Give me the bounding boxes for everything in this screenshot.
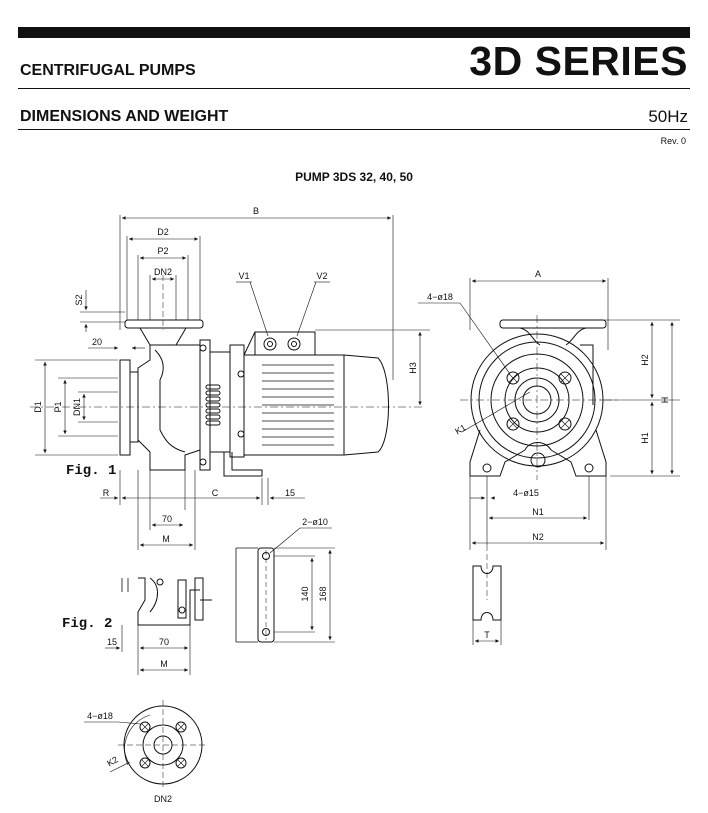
- dim-70: 70: [162, 514, 172, 524]
- dim-dn1: DN1: [72, 398, 82, 416]
- header-rule: [18, 88, 690, 89]
- frequency-label: 50Hz: [648, 107, 688, 126]
- section-rule: [18, 129, 690, 130]
- dim-k1: K1: [453, 422, 468, 436]
- product-type-title: CENTRIFUGAL PUMPS: [20, 62, 196, 79]
- foot-detail: [235, 527, 335, 643]
- dim-a: A: [535, 269, 541, 279]
- dim-h1: H1: [640, 432, 650, 444]
- dim-2d10: 2−ø10: [302, 517, 328, 527]
- dim-140: 140: [300, 586, 310, 601]
- fig2-dim-m: M: [160, 659, 168, 669]
- fig2-dim-15: 15: [107, 637, 117, 647]
- section-title: DIMENSIONS AND WEIGHT: [20, 108, 229, 125]
- fig1-label: Fig. 1: [66, 463, 116, 479]
- front-4d18: 4−ø18: [427, 292, 453, 302]
- fig2-label: Fig. 2: [62, 616, 112, 632]
- dim-15: 15: [285, 488, 295, 498]
- dim-p2: P2: [157, 246, 168, 256]
- fig2-view: [105, 577, 212, 675]
- dim-4d15: 4−ø15: [513, 488, 539, 498]
- dim-b: B: [253, 206, 259, 216]
- dim-k2: K2: [105, 754, 120, 768]
- dim-168: 168: [318, 586, 328, 601]
- slot-detail: [472, 565, 502, 645]
- flange-dn2: DN2: [154, 794, 172, 804]
- dim-t: T: [484, 630, 490, 640]
- drawing-title: PUMP 3DS 32, 40, 50: [295, 170, 413, 184]
- front-view: [418, 278, 680, 600]
- header-bar: [18, 27, 690, 38]
- dim-c: C: [212, 488, 219, 498]
- dim-n2: N2: [532, 532, 544, 542]
- dim-m: M: [162, 534, 170, 544]
- dim-p1: P1: [53, 401, 63, 412]
- dim-d2: D2: [157, 227, 169, 237]
- vent-slots: [205, 384, 221, 426]
- dim-v2: V2: [316, 271, 327, 281]
- dim-h2: H2: [640, 354, 650, 366]
- dim-h: H: [660, 397, 670, 404]
- dim-d1: D1: [33, 401, 43, 413]
- dim-dn2: DN2: [154, 267, 172, 277]
- dim-n1: N1: [532, 507, 544, 517]
- dim-r: R: [103, 488, 110, 498]
- dim-s2: S2: [74, 294, 84, 305]
- dim-20: 20: [92, 337, 102, 347]
- dim-h3: H3: [408, 362, 418, 374]
- side-view: [30, 215, 430, 550]
- flange-dn2-view: [84, 700, 208, 790]
- revision-label: Rev. 0: [660, 136, 686, 146]
- dim-v1: V1: [238, 271, 249, 281]
- fig2-dim-70: 70: [159, 637, 169, 647]
- flange-4d18: 4−ø18: [87, 711, 113, 721]
- series-title: 3D SERIES: [469, 38, 688, 84]
